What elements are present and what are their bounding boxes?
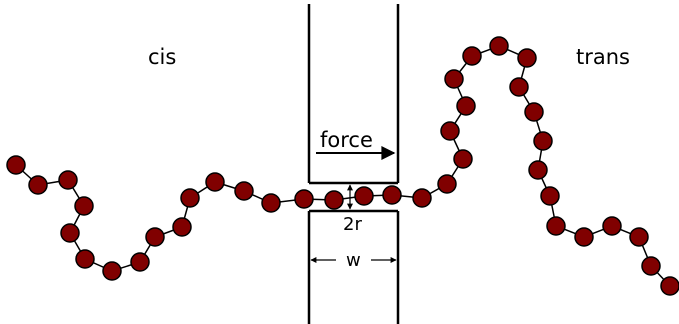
monomer-bead	[102, 261, 122, 281]
monomer-bead	[440, 121, 460, 141]
monomer-bead	[6, 155, 26, 175]
monomer-bead	[74, 196, 94, 216]
monomer-bead	[28, 175, 48, 195]
monomer-bead	[75, 249, 95, 269]
membrane	[307, 4, 400, 324]
monomer-bead	[517, 48, 537, 68]
monomer-bead	[324, 190, 344, 210]
monomer-bead	[660, 276, 679, 296]
monomer-bead	[354, 186, 374, 206]
monomer-bead	[574, 227, 594, 247]
monomer-bead	[524, 102, 544, 122]
monomer-bead	[540, 186, 560, 206]
monomer-bead	[172, 217, 192, 237]
monomer-bead	[546, 216, 566, 236]
polymer-backbone-bonds	[15, 45, 671, 287]
monomer-bead	[234, 181, 254, 201]
monomer-bead	[444, 69, 464, 89]
monomer-bead	[629, 227, 649, 247]
monomer-bead	[412, 188, 432, 208]
monomer-bead	[60, 223, 80, 243]
monomer-bead	[130, 252, 150, 272]
monomer-bead	[489, 36, 509, 56]
monomer-bead	[453, 149, 473, 169]
monomer-bead	[261, 193, 281, 213]
force-label: force	[320, 128, 373, 152]
cis-label: cis	[148, 45, 176, 69]
monomer-bead	[58, 170, 78, 190]
radius-label: 2r	[343, 214, 362, 235]
monomer-bead	[382, 185, 402, 205]
monomer-bead	[437, 174, 457, 194]
monomer-bead	[180, 188, 200, 208]
monomer-bead	[641, 256, 661, 276]
monomer-bead	[145, 227, 165, 247]
monomer-bead	[509, 77, 529, 97]
trans-label: trans	[576, 45, 630, 69]
monomer-bead	[205, 172, 225, 192]
monomer-bead	[533, 131, 553, 151]
monomer-bead	[462, 46, 482, 66]
monomer-bead	[528, 160, 548, 180]
monomer-bead	[456, 96, 476, 116]
monomer-bead	[602, 216, 622, 236]
width-label: w	[346, 250, 361, 271]
polymer-chain	[6, 36, 679, 296]
monomer-bead	[294, 189, 314, 209]
